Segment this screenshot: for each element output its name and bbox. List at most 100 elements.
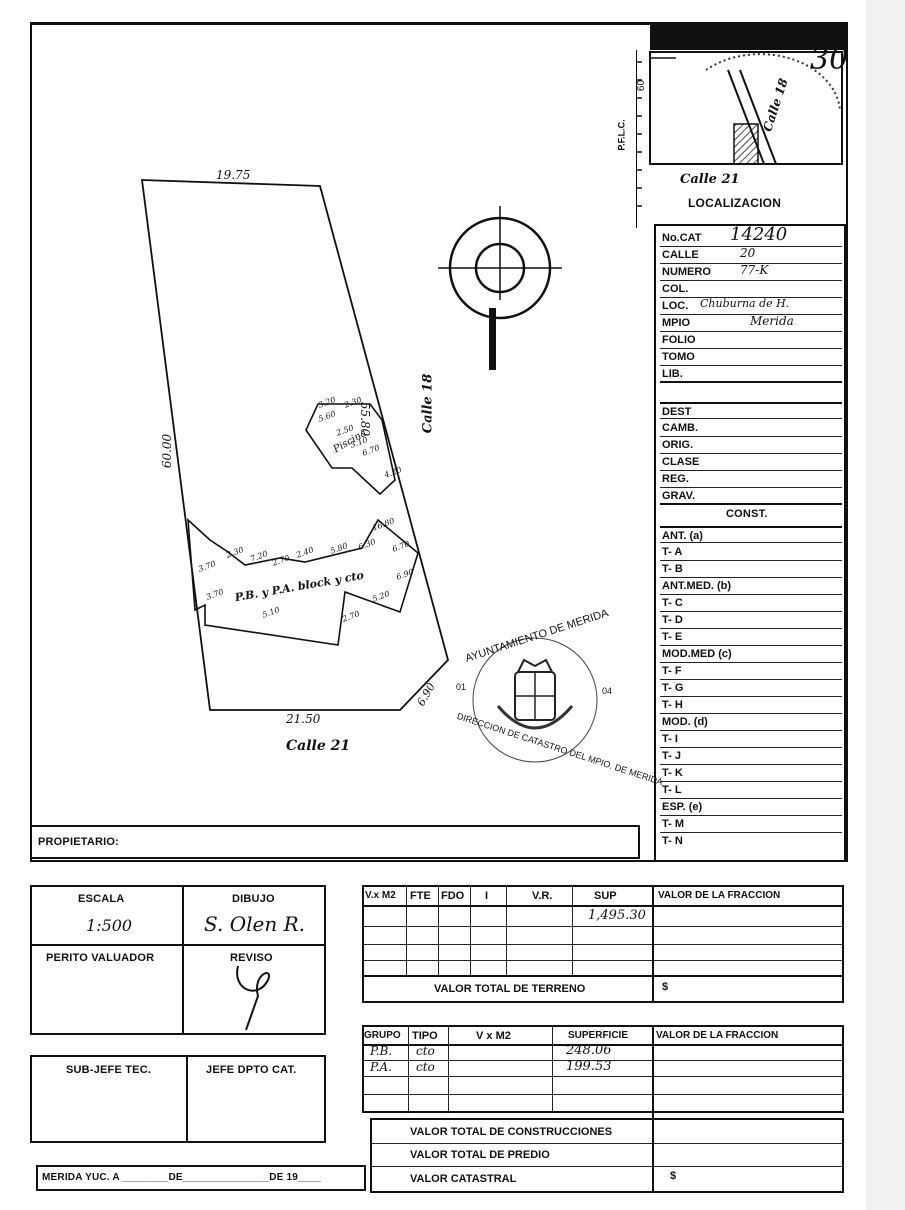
folio-label: FOLIO	[662, 334, 696, 346]
reviewer-signature	[236, 965, 271, 1031]
page-mark: 30	[810, 42, 849, 77]
construction-row-1	[362, 1060, 844, 1061]
field-tn: T- N	[660, 833, 842, 850]
seal-right-number: 04	[602, 686, 613, 696]
field-camb: CAMB.	[660, 420, 842, 437]
upper-bottom-border	[30, 860, 848, 862]
construction-header-vxm2: V x M2	[476, 1030, 511, 1042]
land-header-i: I	[485, 890, 489, 902]
reviewed-label: REVISO	[230, 952, 273, 964]
scale-divider	[182, 885, 184, 1035]
date-box	[36, 1165, 366, 1191]
scale-value: 1:500	[86, 916, 133, 935]
construction-row1-surface: 248.06	[566, 1043, 612, 1058]
num-cat-label: No.CAT	[662, 232, 702, 244]
drawing-value: S. Olen R.	[204, 912, 305, 936]
field-ant: ANT. (a)	[660, 526, 842, 543]
tomo-label: TOMO	[662, 351, 695, 363]
field-tj: T- J	[660, 748, 842, 765]
clase-label: CLASE	[662, 456, 700, 468]
loc-value: Chuburna de H.	[700, 297, 790, 310]
construction-col-1	[408, 1025, 409, 1113]
land-row-2	[362, 944, 844, 945]
const-label: CONST.	[726, 508, 768, 520]
seal-left-number: 01	[456, 682, 467, 692]
tm-label: T- M	[662, 818, 684, 830]
tn-label: T- N	[662, 835, 683, 847]
construction-header-group: GRUPO	[364, 1030, 401, 1041]
field-reg: REG.	[660, 471, 842, 488]
land-row-1	[362, 926, 844, 927]
land-header-sup: SUP	[594, 890, 617, 902]
chiefs-box	[30, 1055, 326, 1143]
land-col-4	[506, 885, 507, 975]
land-col-5	[572, 885, 573, 975]
field-folio: FOLIO	[660, 332, 842, 349]
dark-corner	[650, 22, 848, 50]
scale-drawing-box	[30, 885, 326, 1035]
chiefs-divider	[186, 1055, 188, 1143]
construction-col-4	[652, 1025, 654, 1193]
tk-label: T- K	[662, 767, 683, 779]
tc-label: T- C	[662, 597, 683, 609]
construction-row1-type: cto	[416, 1044, 435, 1058]
td-label: T- D	[662, 614, 683, 626]
field-th: T- H	[660, 697, 842, 714]
field-tomo: TOMO	[660, 349, 842, 366]
land-header-value: VALOR DE LA FRACCION	[658, 890, 781, 901]
bottom-dimension: 21.50	[286, 712, 321, 726]
field-tb: T- B	[660, 561, 842, 578]
grav-label: GRAV.	[662, 490, 696, 502]
ta-label: T- A	[662, 546, 683, 558]
pool-outline	[305, 403, 396, 496]
te-label: T- E	[662, 631, 683, 643]
field-lib: LIB.	[660, 366, 842, 383]
owner-label: PROPIETARIO:	[38, 836, 120, 848]
land-total-currency: $	[662, 981, 669, 993]
date-label: MERIDA YUC. A ________DE_______________D…	[42, 1172, 322, 1183]
antmed-label: ANT.MED. (b)	[662, 580, 732, 592]
field-antmed: ANT.MED. (b)	[660, 578, 842, 595]
field-td: T- D	[660, 612, 842, 629]
chief-label: JEFE DPTO CAT.	[206, 1064, 297, 1076]
property-total-label: VALOR TOTAL DE PREDIO	[410, 1149, 550, 1161]
left-border	[30, 22, 32, 862]
tg-label: T- G	[662, 682, 684, 694]
land-header-vxm2: V.x M2	[365, 890, 396, 901]
construction-row2-surface: 199.53	[566, 1059, 612, 1074]
field-modmed: MOD.MED (c)	[660, 646, 842, 663]
tj-label: T- J	[662, 750, 681, 762]
esp-label: ESP. (e)	[662, 801, 703, 813]
totals-line-1	[370, 1143, 844, 1144]
calle-value: 20	[740, 246, 756, 260]
top-dimension: 19.75	[216, 168, 251, 182]
land-header-vr: V.R.	[532, 890, 553, 902]
land-col-3	[470, 885, 471, 975]
sub-chief-label: SUB-JEFE TEC.	[66, 1064, 152, 1076]
construction-col-2	[448, 1025, 449, 1113]
field-ti: T- I	[660, 731, 842, 748]
field-tm: T- M	[660, 816, 842, 833]
mpio-value: Merida	[750, 314, 794, 328]
construction-row2-group: P.A.	[370, 1060, 392, 1074]
cadastral-currency: $	[670, 1170, 677, 1182]
field-tl: T- L	[660, 782, 842, 799]
tb-label: T- B	[662, 563, 683, 575]
land-total-line	[362, 975, 844, 977]
scale-mid-line	[30, 944, 326, 946]
mpio-label: MPIO	[662, 317, 691, 329]
land-col-2	[438, 885, 439, 975]
viewer-sidebar	[866, 0, 905, 1210]
totals-box	[370, 1118, 844, 1193]
land-total-label: VALOR TOTAL DE TERRENO	[434, 983, 586, 995]
inset-street-label: Calle 21	[680, 172, 740, 187]
field-loc: LOC.Chuburna de H.	[660, 297, 842, 315]
reg-label: REG.	[662, 473, 689, 485]
fields-panel	[654, 224, 846, 862]
modmed-label: MOD.MED (c)	[662, 648, 732, 660]
field-mpio: MPIO Merida	[660, 314, 842, 332]
field-ta: T- A	[660, 544, 842, 561]
numero-value: 77-K	[740, 263, 769, 277]
lot-plan	[140, 179, 598, 763]
